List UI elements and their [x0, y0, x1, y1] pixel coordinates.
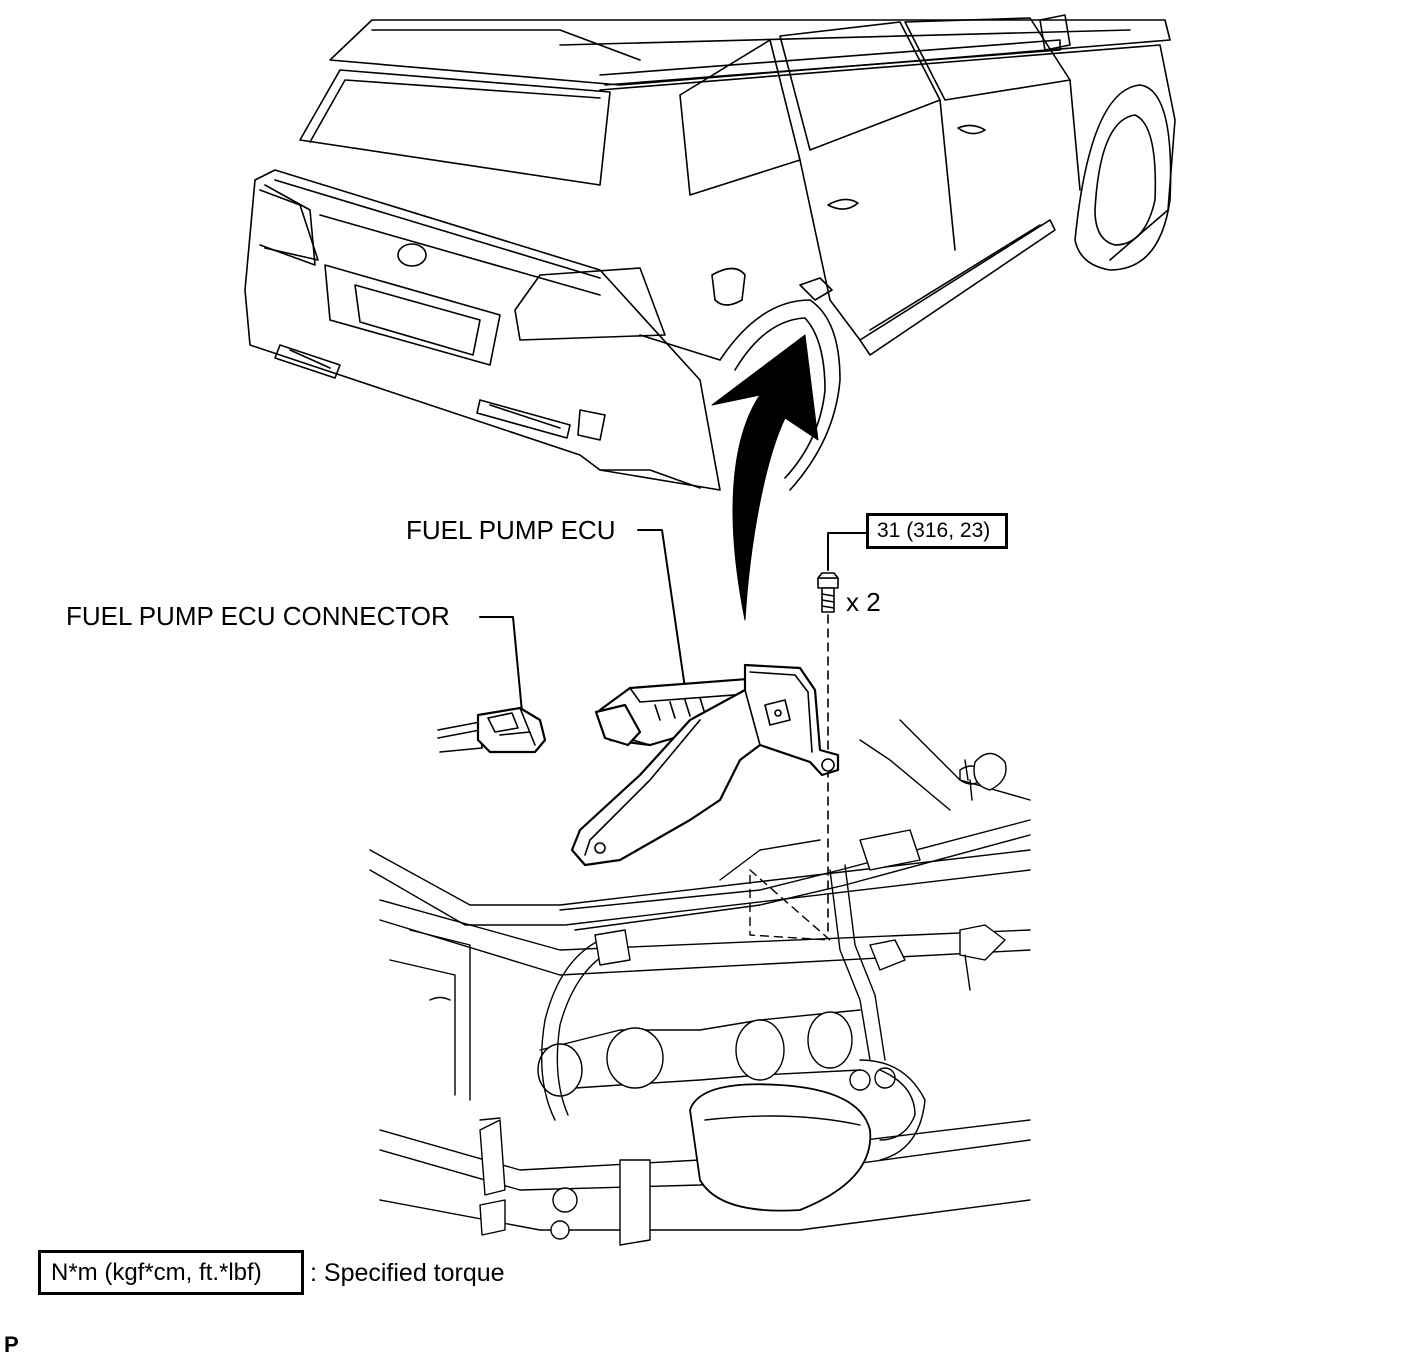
torque-unit-legend-box: N*m (kgf*cm, ft.*lbf) [38, 1250, 304, 1295]
torque-value-box: 31 (316, 23) [866, 513, 1008, 549]
vehicle-illustration [244, 14, 1176, 491]
ecu-leader-line [637, 529, 686, 689]
fuel-pump-ecu-label: FUEL PUMP ECU [406, 515, 616, 545]
torque-legend-description: : Specified torque [310, 1259, 505, 1287]
fuel-pump-ecu-part [570, 663, 840, 867]
torque-value-text: 31 (316, 23) [877, 519, 991, 542]
ecu-connector-part [437, 706, 547, 754]
fuel-pump-ecu-connector-label: FUEL PUMP ECU CONNECTOR [66, 601, 450, 631]
connector-leader-line [479, 616, 523, 713]
torque-unit-text: N*m (kgf*cm, ft.*lbf) [51, 1259, 262, 1286]
underbody-illustration [369, 719, 1031, 1246]
bolt-quantity-label: x 2 [846, 587, 881, 617]
torque-leader-line [827, 532, 869, 571]
bolt-icon [817, 572, 839, 613]
corner-mark: P [4, 1332, 19, 1357]
install-direction-arrow [711, 334, 819, 621]
